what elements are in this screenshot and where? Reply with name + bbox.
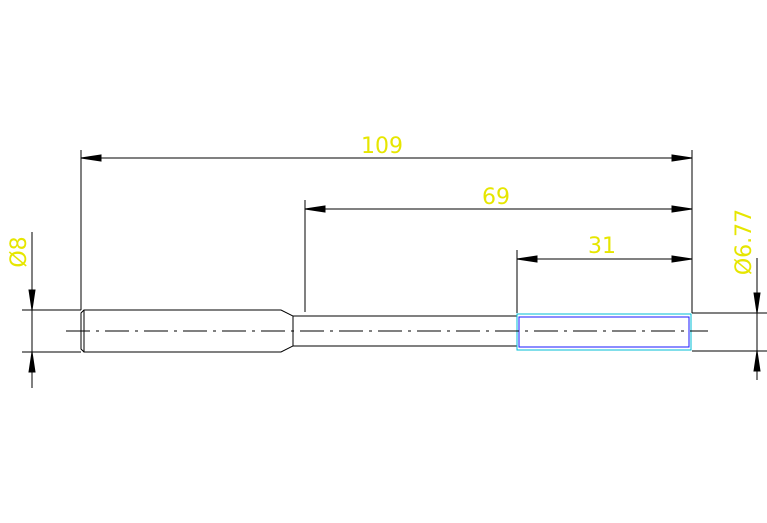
dim-text-69: 69 <box>482 185 510 210</box>
dim-text-109: 109 <box>361 134 403 159</box>
dimension-31 <box>516 255 693 263</box>
diameter-8-dimension <box>22 232 81 388</box>
dimension-109 <box>80 154 693 162</box>
extension-lines <box>80 150 693 313</box>
thread-inner <box>518 316 690 348</box>
shaft-small-section <box>293 315 517 347</box>
dim-text-diameter-8: Ø8 <box>7 236 32 267</box>
diameter-6-77-dimension <box>692 258 767 380</box>
dim-text-31: 31 <box>588 234 616 259</box>
dimension-69 <box>304 205 693 213</box>
thread-outline <box>516 313 692 351</box>
dim-text-diameter-6-77: Ø6.77 <box>732 209 757 275</box>
